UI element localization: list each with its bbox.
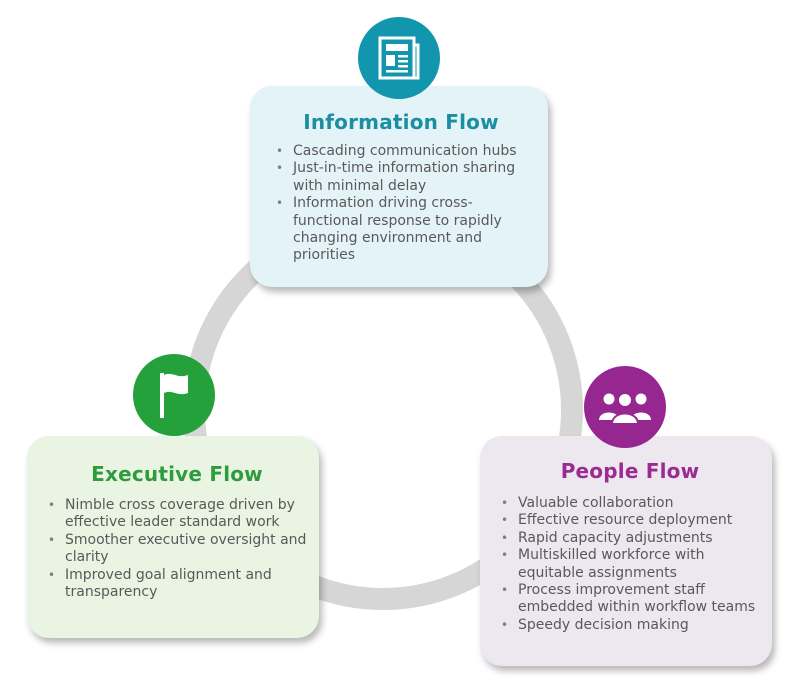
list-item: Process improvement staff embedded withi… (500, 582, 760, 617)
executive-flow-list: Nimble cross coverage driven by effectiv… (47, 497, 307, 601)
people-flow-title: People Flow (560, 459, 700, 483)
list-item: Speedy decision making (500, 617, 760, 635)
list-item: Just-in-time information sharing with mi… (275, 160, 532, 195)
list-item: Improved goal alignment and transparency (47, 567, 307, 602)
people-flow-card: People Flow Valuable collaboration Effec… (480, 436, 772, 666)
information-flow-list: Cascading communication hubs Just-in-tim… (275, 143, 532, 265)
newspaper-icon (378, 36, 420, 80)
list-item: Effective resource deployment (500, 512, 760, 530)
list-item: Cascading communication hubs (275, 143, 532, 161)
information-flow-title: Information Flow (303, 110, 499, 134)
people-flow-badge (584, 366, 666, 448)
information-flow-card: Information Flow Cascading communication… (250, 86, 548, 287)
executive-flow-badge (133, 354, 215, 436)
executive-flow-card: Executive Flow Nimble cross coverage dri… (27, 436, 319, 638)
list-item: Multiskilled workforce with equitable as… (500, 547, 760, 582)
people-flow-list: Valuable collaboration Effective resourc… (500, 495, 760, 635)
flag-icon (160, 373, 188, 418)
list-item: Information driving cross-functional res… (275, 195, 532, 265)
list-item: Valuable collaboration (500, 495, 760, 513)
list-item: Nimble cross coverage driven by effectiv… (47, 497, 307, 532)
information-flow-badge (358, 17, 440, 99)
executive-flow-title: Executive Flow (91, 462, 263, 486)
list-item: Rapid capacity adjustments (500, 530, 760, 548)
list-item: Smoother executive oversight and clarity (47, 532, 307, 567)
group-icon (599, 392, 651, 425)
